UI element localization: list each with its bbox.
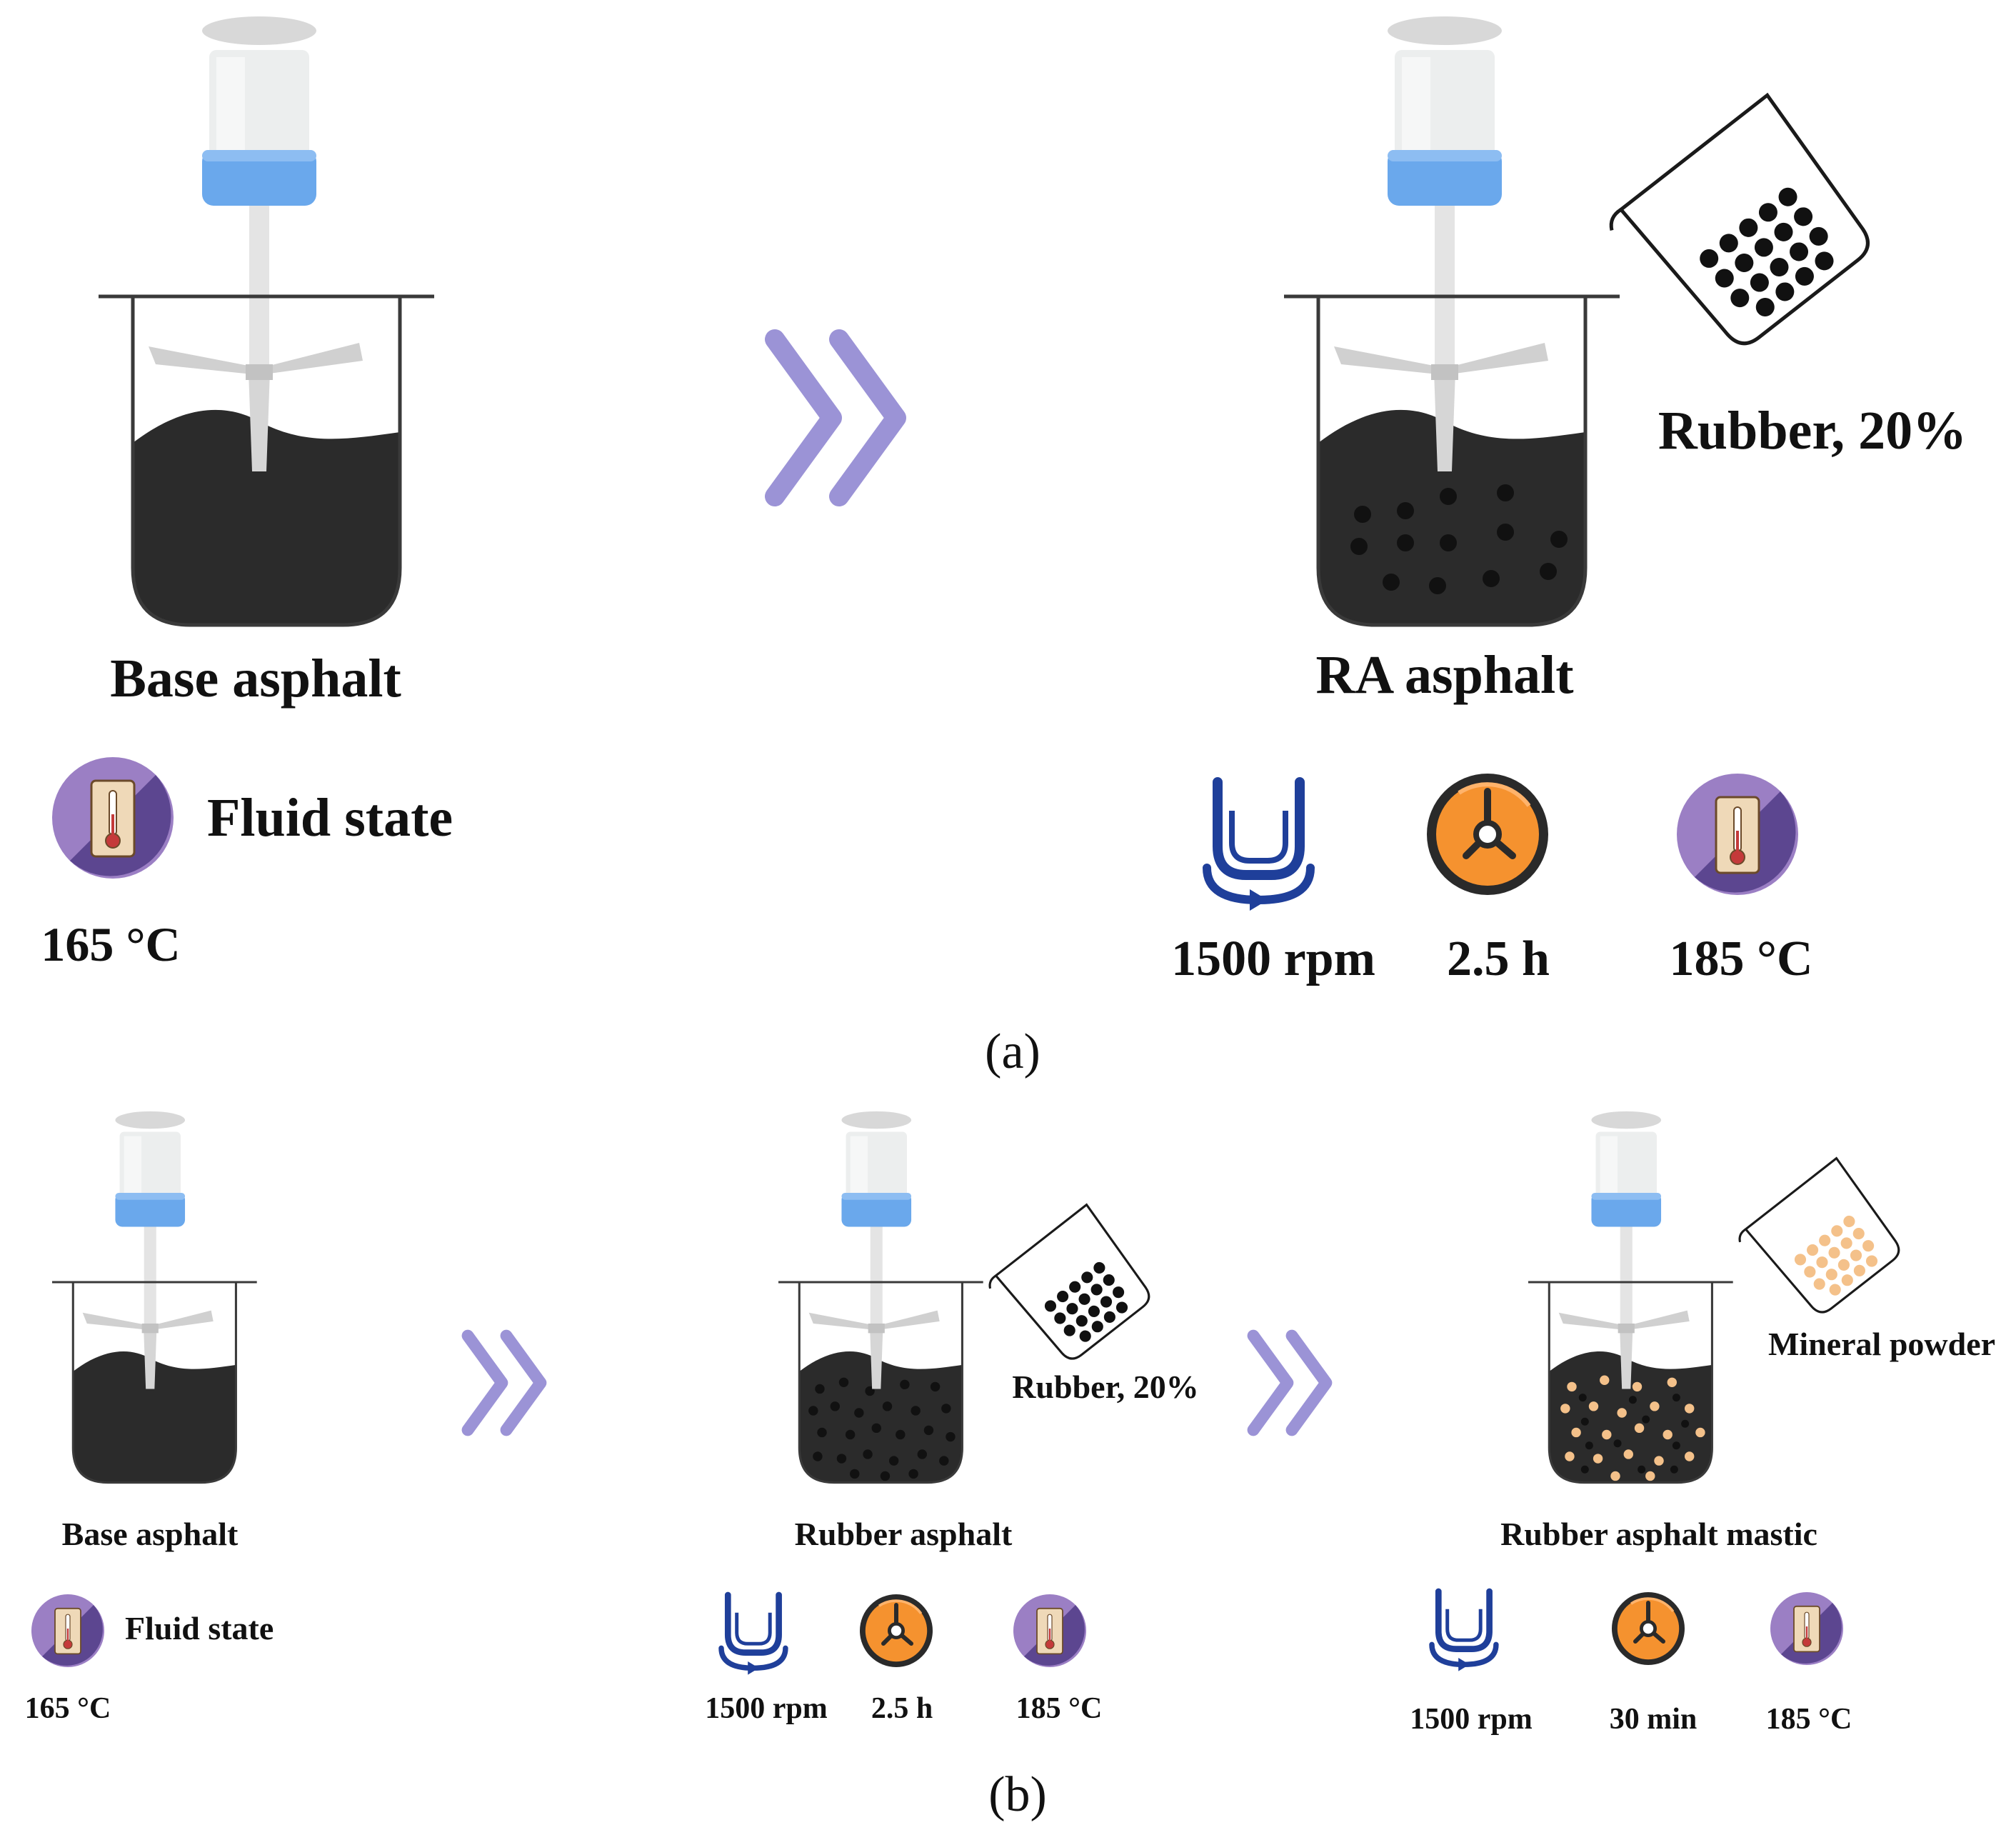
mineral-powder-label-b: Mineral powder — [1768, 1326, 1995, 1362]
timer-icon — [1612, 1592, 1685, 1665]
base-temperature-b: 165 °C — [25, 1692, 111, 1725]
rubber-beaker-b — [985, 1203, 1159, 1376]
base-asphalt-mixer-a — [99, 16, 434, 625]
base-temperature-a: 165 °C — [41, 917, 180, 971]
rubber-additive-label-a: Rubber, 20% — [1658, 401, 1967, 461]
rubber-beaker-a — [1605, 95, 1882, 368]
thermometer-icon — [1770, 1591, 1844, 1666]
base-asphalt-title-a: Base asphalt — [110, 649, 401, 709]
rubber-asphalt-title-b: Rubber asphalt — [795, 1516, 1013, 1552]
temperature-label-b2: 185 °C — [1766, 1703, 1852, 1736]
ra-asphalt-mixer-a — [1284, 16, 1620, 625]
rubber-additive-label-b: Rubber, 20% — [1012, 1369, 1199, 1405]
thermometer-icon — [31, 1594, 105, 1668]
thermometer-icon — [1675, 772, 1800, 896]
mineral-powder-beaker-b — [1735, 1156, 1909, 1329]
stirrer-speed-icon — [1207, 782, 1310, 911]
temperature-label-a: 185 °C — [1669, 931, 1812, 986]
stirrer-speed-icon — [721, 1595, 786, 1675]
temperature-label-b1: 185 °C — [1016, 1692, 1103, 1725]
speed-label-a: 1500 rpm — [1171, 931, 1375, 986]
thermometer-icon — [1013, 1594, 1087, 1668]
process-arrow-b1 — [468, 1336, 541, 1430]
panel-b-caption: (b) — [988, 1767, 1047, 1822]
process-arrow-a — [775, 339, 896, 496]
process-arrow-b2 — [1253, 1336, 1326, 1430]
duration-label-b1: 2.5 h — [871, 1692, 933, 1725]
ra-asphalt-title: RA asphalt — [1315, 645, 1573, 705]
base-asphalt-title-b: Base asphalt — [62, 1516, 239, 1552]
rubber-asphalt-mixer-b — [777, 1111, 985, 1484]
duration-label-b2: 30 min — [1610, 1703, 1697, 1736]
mastic-mixer-b — [1527, 1111, 1735, 1484]
thermometer-icon — [51, 756, 175, 880]
fluid-state-label-a: Fluid state — [207, 788, 453, 848]
speed-label-b2: 1500 rpm — [1410, 1703, 1533, 1736]
panel-a-caption: (a) — [985, 1024, 1040, 1079]
mastic-title-b: Rubber asphalt mastic — [1500, 1516, 1817, 1552]
fluid-state-label-b: Fluid state — [125, 1610, 274, 1646]
duration-label-a: 2.5 h — [1447, 931, 1550, 986]
base-asphalt-mixer-b — [51, 1111, 259, 1484]
timer-icon — [860, 1594, 933, 1667]
timer-icon — [1427, 774, 1548, 895]
stirrer-speed-icon — [1432, 1591, 1496, 1671]
speed-label-b1: 1500 rpm — [705, 1692, 828, 1725]
